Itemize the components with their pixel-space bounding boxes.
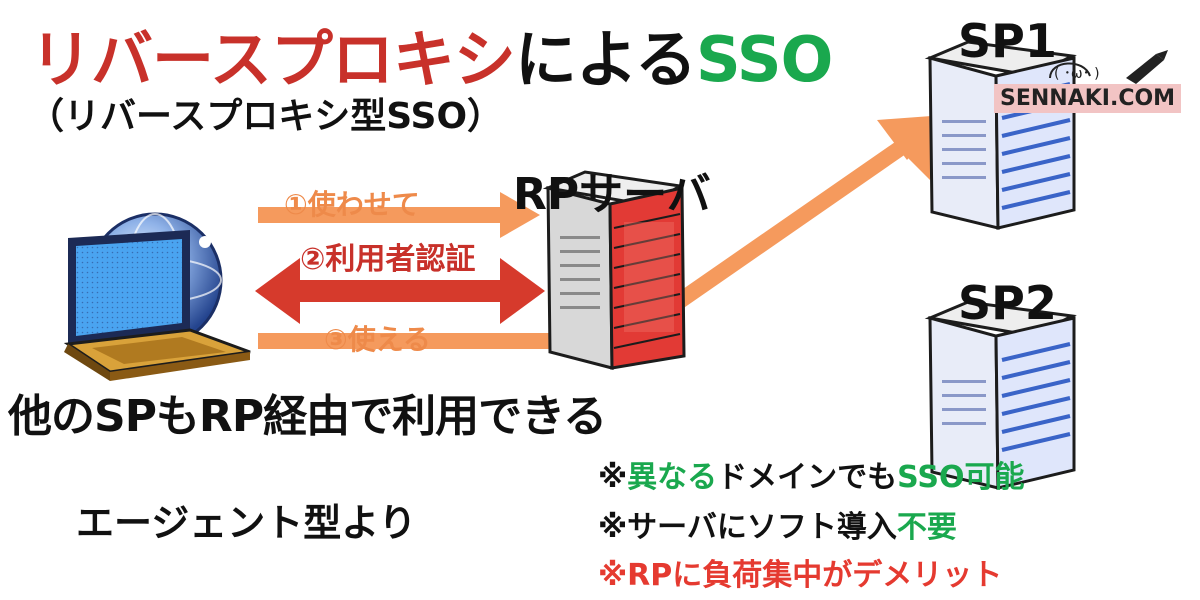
step1-label: ①使わせて [284, 188, 420, 221]
title-part2: による [514, 23, 697, 96]
rp-server-label: RPサーバ [513, 169, 711, 220]
step3-label: ③使える [324, 323, 431, 356]
sp1-label: SP1 [958, 14, 1057, 68]
note2-prefix: ※サーバにソフト導入 [598, 510, 897, 545]
diagram-title: リバースプロキシによるSSO [30, 22, 833, 98]
diagram-subtitle: （リバースプロキシ型SSO） [28, 96, 504, 137]
title-part3: SSO [696, 23, 833, 96]
svg-text:( ･ω･ ): ( ･ω･ ) [1054, 66, 1100, 82]
note1-green2: SSO [897, 460, 965, 495]
rp-server-icon [542, 170, 686, 370]
bottom-caption: 他のSPもRP経由で利用できる [8, 391, 607, 442]
note-software: ※サーバにソフト導入不要 [598, 502, 957, 546]
mascot-icon: ( ･ω･ ) [1049, 50, 1168, 84]
note-demerit: ※RPに負荷集中がデメリット [598, 558, 1003, 593]
brand-watermark: SENNAKI.COM [994, 84, 1182, 113]
agent-comparison: エージェント型より [76, 501, 417, 545]
note1-prefix: ※ [598, 460, 628, 495]
note2-green: 不要 [896, 510, 957, 545]
sp2-label: SP2 [958, 276, 1057, 330]
note-domain: ※異なるドメインでもSSO可能 [598, 452, 1025, 496]
step2-label: ②利用者認証 [300, 242, 476, 277]
title-part1: リバースプロキシ [30, 23, 516, 96]
note1-green: 異なる [627, 460, 718, 495]
arrow-step1 [258, 192, 540, 238]
note1-suffix: 可能 [964, 460, 1025, 495]
arrow-step2 [255, 258, 545, 324]
client-laptop-icon [63, 212, 251, 381]
note1-mid: ドメインでも [717, 460, 898, 495]
sp2-server-icon [924, 300, 1077, 490]
